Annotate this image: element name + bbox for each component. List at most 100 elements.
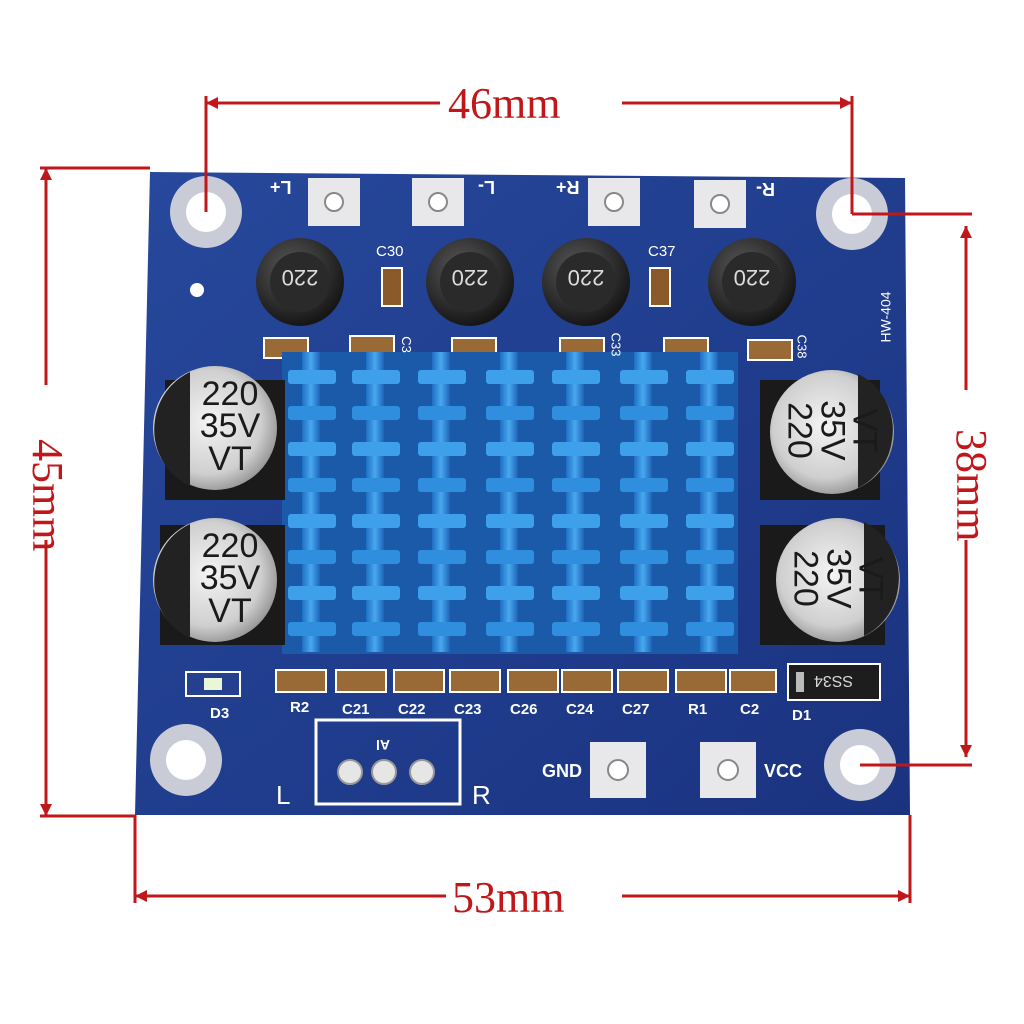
gnd-pad — [590, 742, 646, 798]
speaker-pad-l-minus — [412, 178, 464, 226]
label-c24: C24 — [566, 701, 594, 718]
label-c27: C27 — [622, 701, 650, 718]
heatsink-fin — [686, 622, 734, 636]
heatsink-fin — [418, 478, 466, 492]
heatsink — [282, 352, 738, 654]
inductor-2 — [426, 238, 514, 326]
capacitor-left-bottom — [153, 518, 277, 642]
heatsink-fin — [686, 514, 734, 528]
heatsink-fin — [486, 442, 534, 456]
heatsink-fin — [552, 550, 600, 564]
speaker-pad-r-minus — [694, 180, 746, 228]
bottom-smd-row — [275, 669, 777, 693]
heatsink-fin — [620, 514, 668, 528]
heatsink-column — [700, 352, 718, 652]
heatsink-fin — [352, 478, 400, 492]
label-d3: D3 — [210, 705, 230, 722]
capacitor-right-bottom — [776, 518, 900, 642]
speaker-pad-r-plus — [588, 178, 640, 226]
label-gnd: GND — [542, 761, 582, 781]
input-label-right: R — [472, 780, 491, 810]
heatsink-column — [634, 352, 652, 652]
terminal-label-r-plus: R+ — [556, 177, 580, 197]
dimension-top-width: 46mm — [448, 79, 561, 128]
cap-left-top-marking: 220 35V VT — [199, 375, 261, 478]
cap-right-top-marking: VT 35V 220 — [780, 400, 884, 461]
dimension-left-height: 45mm — [23, 439, 72, 552]
heatsink-fin — [552, 442, 600, 456]
heatsink-fin — [288, 586, 336, 600]
heatsink-fin — [686, 586, 734, 600]
vcc-pad — [700, 742, 756, 798]
heatsink-fin — [352, 442, 400, 456]
heatsink-fin — [352, 406, 400, 420]
heatsink-fin — [288, 550, 336, 564]
input-label-left: L — [276, 780, 291, 810]
heatsink-fin — [620, 370, 668, 384]
capacitor-left-top — [153, 366, 277, 490]
heatsink-fin — [288, 406, 336, 420]
heatsink-fin — [418, 514, 466, 528]
label-c21: C21 — [342, 701, 370, 718]
inductor-2-marking: 220 — [451, 264, 489, 290]
heatsink-fin — [552, 622, 600, 636]
heatsink-fin — [352, 370, 400, 384]
heatsink-fin — [418, 406, 466, 420]
dimension-bottom-width: 53mm — [452, 873, 565, 922]
inductor-3 — [542, 238, 630, 326]
inductor-3-marking: 220 — [567, 264, 605, 290]
heatsink-column — [302, 352, 320, 652]
heatsink-fin — [486, 586, 534, 600]
label-c37: C37 — [648, 243, 676, 260]
heatsink-column — [366, 352, 384, 652]
heatsink-fin — [620, 586, 668, 600]
speaker-pad-l-plus — [308, 178, 360, 226]
heatsink-fin — [288, 514, 336, 528]
heatsink-fin — [686, 370, 734, 384]
label-vcc: VCC — [764, 761, 803, 781]
heatsink-fin — [352, 586, 400, 600]
heatsink-fin — [686, 550, 734, 564]
heatsink-fin — [288, 478, 336, 492]
heatsink-fin — [352, 514, 400, 528]
heatsink-fin — [486, 406, 534, 420]
heatsink-fin — [486, 514, 534, 528]
heatsink-fin — [486, 622, 534, 636]
inductor-1-marking: 220 — [281, 264, 319, 290]
inductor-1 — [256, 238, 344, 326]
dimension-arrows — [40, 97, 972, 902]
label-c23: C23 — [454, 701, 482, 718]
heatsink-fin — [352, 550, 400, 564]
terminal-label-r-minus: R- — [756, 179, 775, 199]
heatsink-fin — [620, 478, 668, 492]
heatsink-fin — [620, 550, 668, 564]
heatsink-fin — [288, 370, 336, 384]
board-model-label: HW-404 — [877, 291, 894, 343]
heatsink-column — [500, 352, 518, 652]
heatsink-fin — [552, 514, 600, 528]
heatsink-fin — [552, 586, 600, 600]
heatsink-fin — [552, 406, 600, 420]
input-header-outline — [314, 718, 462, 806]
label-c38: C38 — [794, 334, 810, 359]
terminal-label-l-plus: L+ — [270, 177, 292, 197]
label-c33: C33 — [608, 332, 624, 357]
label-c22: C22 — [398, 701, 426, 718]
heatsink-fin — [552, 478, 600, 492]
input-header-pins — [337, 759, 435, 785]
input-label: Al — [376, 737, 390, 753]
heatsink-fin — [620, 442, 668, 456]
inductor-4-marking: 220 — [733, 264, 771, 290]
heatsink-fin — [418, 550, 466, 564]
heatsink-column — [432, 352, 450, 652]
heatsink-fin — [686, 442, 734, 456]
label-c26: C26 — [510, 701, 538, 718]
heatsink-fin — [620, 406, 668, 420]
heatsink-fin — [486, 370, 534, 384]
mounting-hole-bottom-left — [150, 724, 222, 796]
label-c2: C2 — [740, 701, 760, 718]
smd-cap-c30 — [381, 267, 403, 307]
heatsink-fin — [686, 406, 734, 420]
heatsink-fin — [418, 370, 466, 384]
